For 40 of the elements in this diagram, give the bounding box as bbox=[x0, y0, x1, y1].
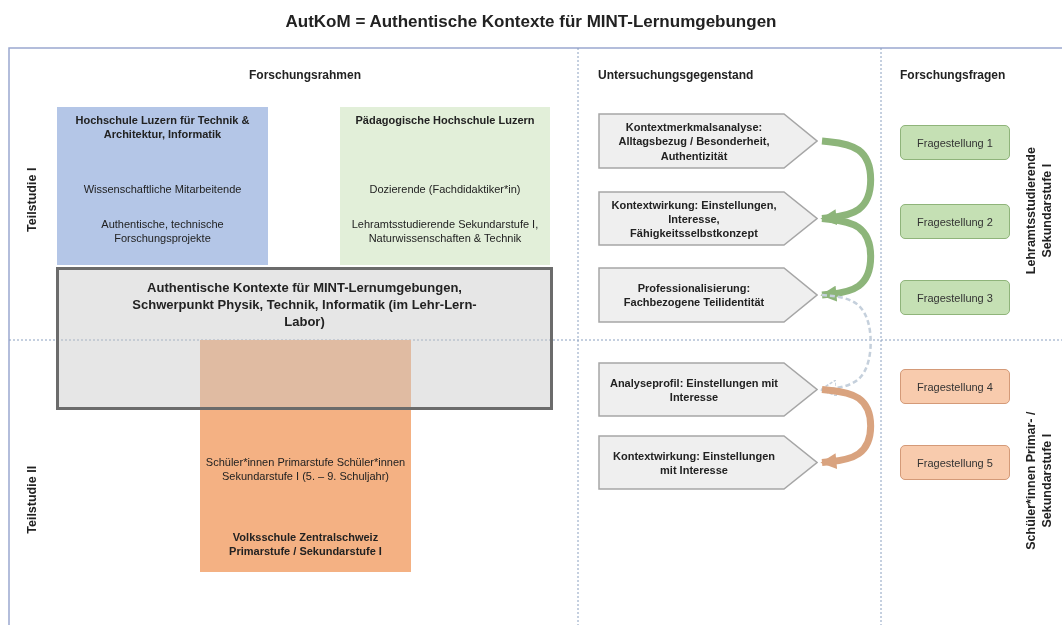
step-text: Analyseprofil: Einstellungen mit Interesse bbox=[608, 375, 780, 404]
organization-panel bbox=[200, 340, 411, 572]
section-heading: Forschungsfragen bbox=[900, 68, 1006, 82]
question-box: Fragestellung 3 bbox=[900, 280, 1010, 315]
step-text: Kontextmerkmalsanalyse: Alltagsbezug / Besonderheit, Authentizität bbox=[617, 119, 771, 163]
section-heading: Forschungsrahmen bbox=[248, 68, 362, 82]
box-text: Dozierende (Fachdidaktiker*in) bbox=[368, 182, 522, 197]
group-label: Schüler*innen Primar- / Sekundarstufe I bbox=[1024, 410, 1055, 551]
box-text: Wissenschaftliche Mitarbeitende bbox=[82, 182, 243, 197]
question-box: Fragestellung 1 bbox=[900, 125, 1010, 160]
box-heading: Pädagogische Hochschule Luzern bbox=[354, 113, 536, 128]
process-arrow-shape bbox=[598, 191, 818, 246]
group-label: Lehramtsstudierende Sekundarstufe I bbox=[1024, 145, 1055, 276]
process-arrow-shape bbox=[598, 267, 818, 323]
box-text: Lehramtsstudierende Sekundarstufe I, Naturwissenschaften & Technik bbox=[350, 217, 540, 246]
organization-panel bbox=[340, 107, 550, 265]
row-label: Teilstudie I bbox=[25, 167, 41, 232]
row-label: Teilstudie II bbox=[25, 465, 41, 534]
curved-arrow bbox=[819, 293, 872, 397]
section-heading: Untersuchungsgegenstand bbox=[598, 68, 754, 82]
question-box: Fragestellung 4 bbox=[900, 369, 1010, 404]
question-box: Fragestellung 5 bbox=[900, 445, 1010, 480]
process-arrow-shape bbox=[598, 362, 818, 417]
process-arrow-shape bbox=[598, 113, 818, 169]
question-box: Fragestellung 2 bbox=[900, 204, 1010, 239]
context-panel bbox=[56, 267, 553, 410]
curved-arrow bbox=[820, 137, 875, 226]
box-heading: Authentische Kontexte für MINT-Lernumgebungen, Schwerpunkt Physik, Technik, Informatik (im Lehr-Lern-Labor) bbox=[131, 280, 478, 331]
box-heading: Hochschule Luzern für Technik & Architektur, Informatik bbox=[74, 113, 251, 142]
process-arrow-shape bbox=[598, 435, 818, 490]
curved-arrow bbox=[820, 215, 875, 302]
box-text: Authentische, technische Forschungsprojekte bbox=[100, 217, 225, 246]
diagram-title: AutKoM = Authentische Kontexte für MINT-Lernumgebungen bbox=[284, 12, 778, 32]
box-heading: Volksschule Zentralschweiz Primarstufe / Sekundarstufe I bbox=[228, 530, 383, 559]
curved-arrow bbox=[820, 386, 875, 470]
organization-panel bbox=[57, 107, 268, 265]
step-text: Kontextwirkung: Einstellungen, Interesse, Fähigkeitsselbstkonzept bbox=[610, 197, 778, 240]
box-text: Schüler*innen Primarstufe Schüler*innen Sekundarstufe I (5. – 9. Schuljahr) bbox=[204, 455, 407, 484]
step-text: Kontextwirkung: Einstellungen mit Interesse bbox=[612, 448, 776, 477]
step-text: Professionalisierung: Fachbezogene Teilidentität bbox=[622, 280, 766, 310]
